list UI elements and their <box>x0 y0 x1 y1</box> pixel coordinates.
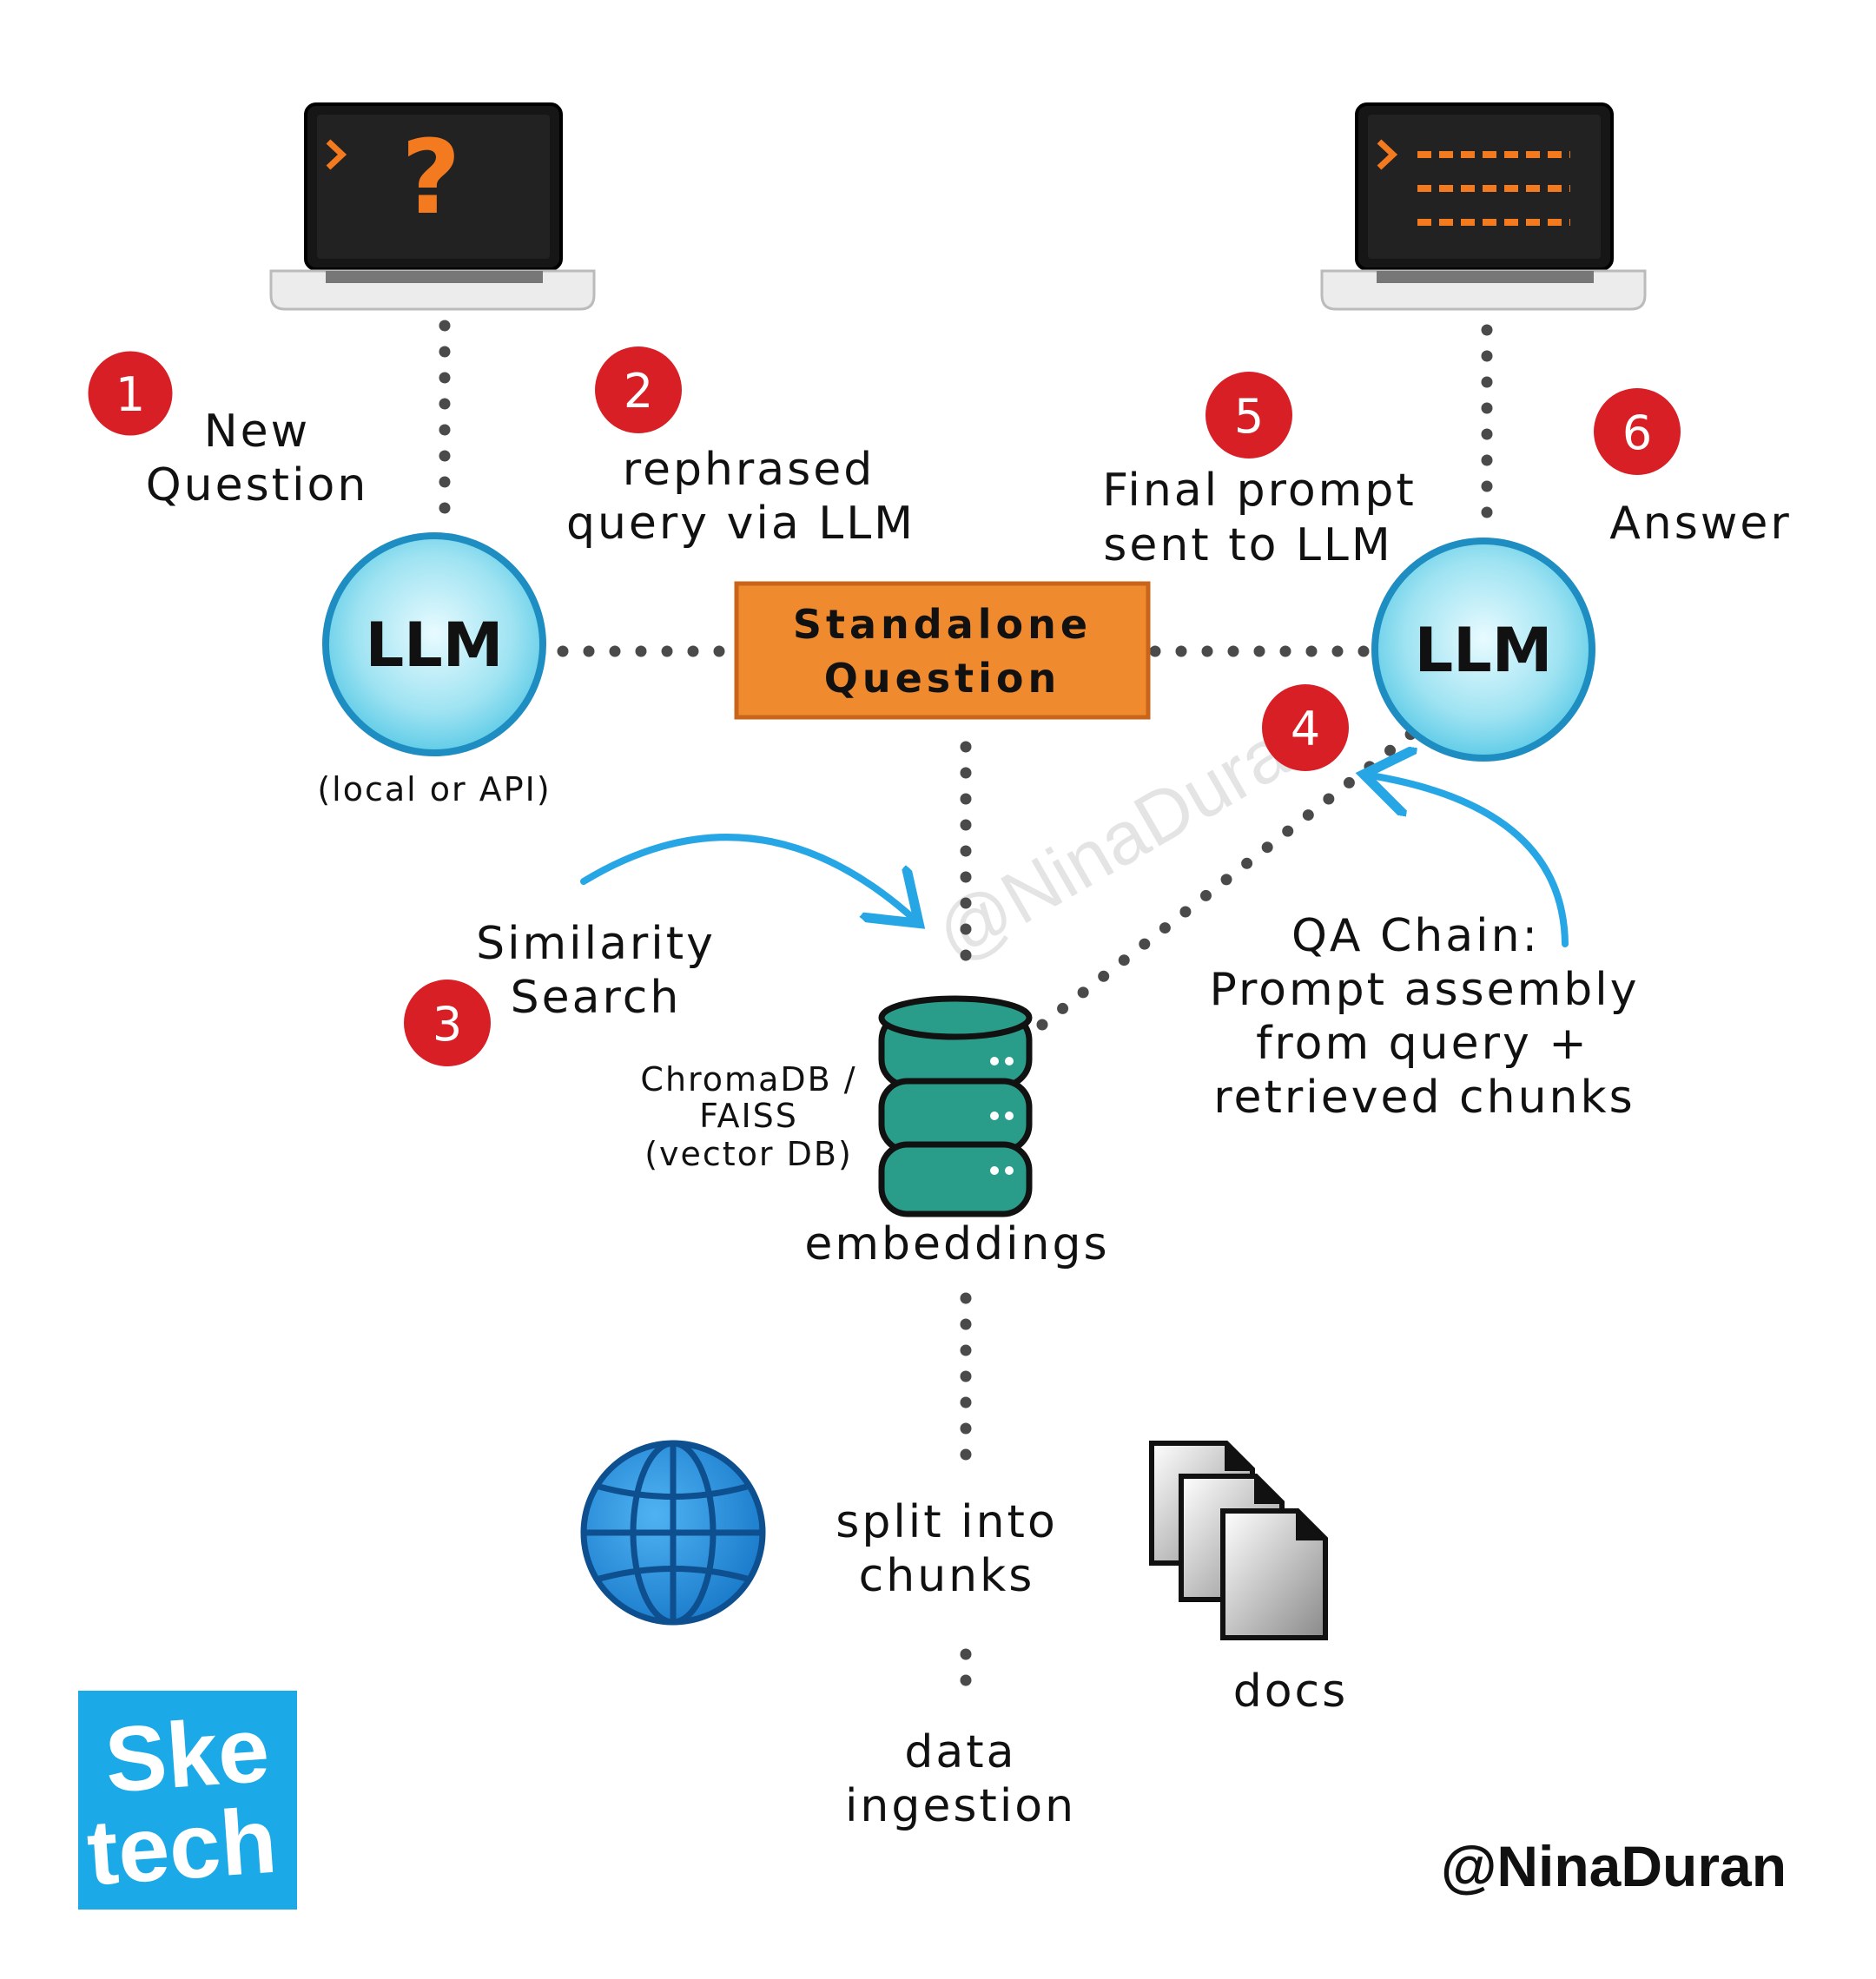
qa-line4: retrieved chunks <box>1213 1072 1635 1124</box>
step-badge-6: 6 <box>1594 388 1681 475</box>
qa-line3: from query + <box>1256 1018 1589 1070</box>
qa-line2: Prompt assembly <box>1210 964 1640 1016</box>
standalone-question-box: Standalone Question <box>734 581 1151 720</box>
qa-line1: QA Chain: <box>1291 910 1540 962</box>
sketech-logo: Ske tech <box>78 1691 297 1910</box>
step5-line2: sent to LLM <box>1103 519 1393 571</box>
docs-icon <box>1149 1441 1328 1640</box>
svg-text:3: 3 <box>433 997 462 1052</box>
database-icon <box>878 995 1033 1217</box>
standalone-line1: Standalone <box>793 601 1092 648</box>
qa-chain-arrow <box>1371 775 1569 947</box>
llm-left: LLM <box>322 532 546 756</box>
step-badge-4: 4 <box>1262 684 1349 771</box>
data-line2: ingestion <box>845 1780 1076 1832</box>
svg-text:1: 1 <box>116 367 145 422</box>
svg-text:4: 4 <box>1291 702 1320 756</box>
embeddings-label: embeddings <box>804 1218 1109 1270</box>
step3-line2: Search <box>511 972 682 1024</box>
db-line3: (vector DB) <box>644 1135 853 1173</box>
step1-line2: Question <box>146 459 369 511</box>
data-line1: data <box>904 1726 1016 1778</box>
connector-db-llm <box>1036 728 1417 1031</box>
svg-text:6: 6 <box>1622 406 1652 460</box>
svg-text:2: 2 <box>624 364 653 419</box>
docs-label: docs <box>1233 1666 1349 1718</box>
svg-text:?: ? <box>401 117 460 237</box>
llm-right-label: LLM <box>1415 615 1553 686</box>
logo-line1: Ske <box>102 1699 272 1812</box>
step2-line1: rephrased <box>623 444 875 496</box>
split-line2: chunks <box>859 1550 1035 1602</box>
step5-line1: Final prompt <box>1102 465 1416 517</box>
llm-left-note: (local or API) <box>317 770 551 808</box>
globe-icon <box>580 1440 766 1626</box>
connectors <box>439 320 1493 1695</box>
step-badge-3: 3 <box>404 980 491 1066</box>
llm-left-label: LLM <box>366 610 504 681</box>
step-badge-1: 1 <box>85 348 175 439</box>
llm-right: LLM <box>1371 538 1595 762</box>
standalone-line2: Question <box>824 655 1061 702</box>
laptop-answer-icon <box>1320 102 1647 311</box>
step3-line1: Similarity <box>476 918 716 970</box>
svg-text:5: 5 <box>1234 389 1264 444</box>
step-badge-2: 2 <box>595 346 682 433</box>
step2-line2: query via LLM <box>566 498 915 550</box>
split-line1: split into <box>836 1496 1058 1548</box>
step6-label: Answer <box>1609 498 1792 550</box>
step1-line1: New <box>204 406 310 458</box>
db-line2: FAISS <box>699 1097 798 1135</box>
db-line1: ChromaDB / <box>640 1060 856 1098</box>
laptop-question-icon: ? <box>269 102 596 311</box>
logo-line2: tech <box>84 1790 281 1905</box>
step-badge-5: 5 <box>1206 372 1292 458</box>
author-handle: @NinaDuran <box>1441 1834 1787 1898</box>
similarity-arrow <box>580 834 914 919</box>
